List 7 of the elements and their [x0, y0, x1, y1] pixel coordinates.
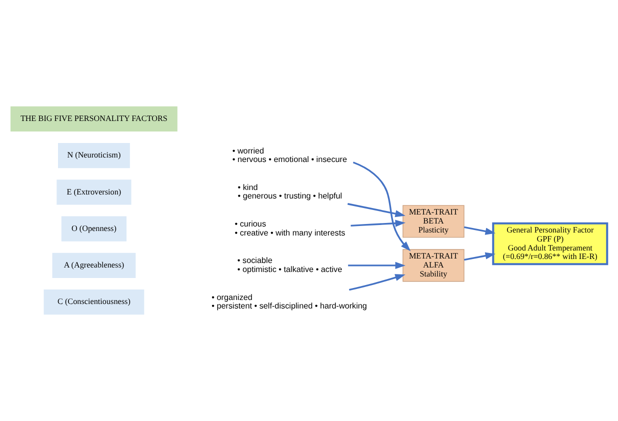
arrow [348, 203, 406, 218]
arrow [352, 162, 411, 252]
arrow [350, 220, 406, 227]
arrow [348, 262, 406, 270]
arrow [348, 274, 406, 291]
arrow [464, 252, 496, 261]
arrow [464, 226, 496, 235]
